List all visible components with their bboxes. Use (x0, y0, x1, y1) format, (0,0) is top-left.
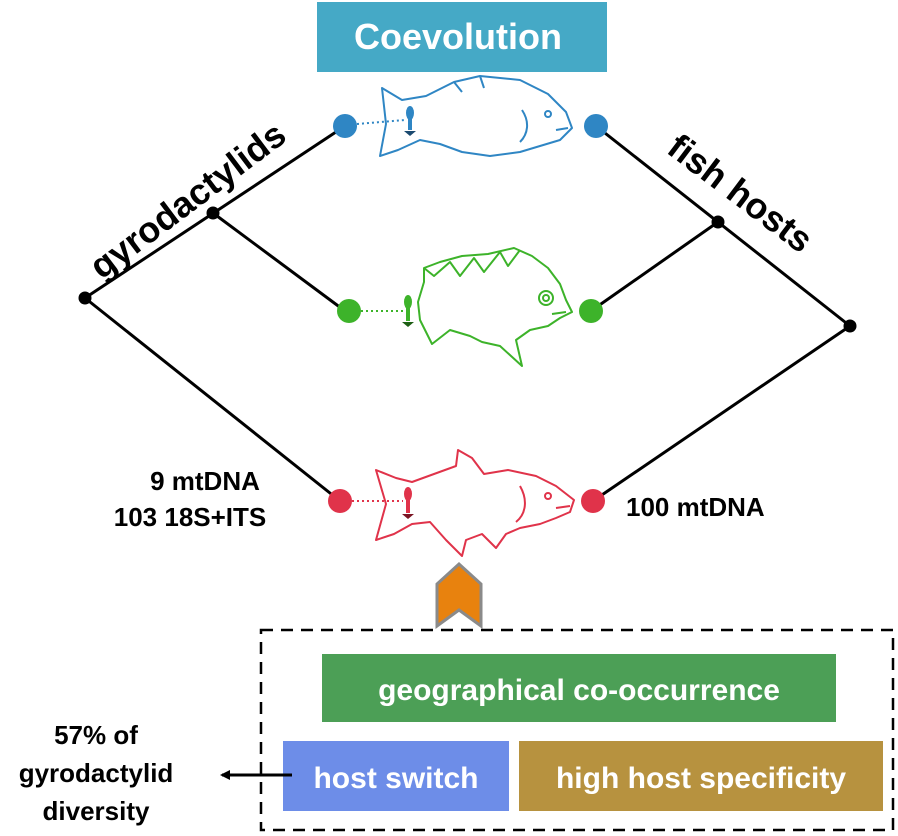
parasite-count-mtdna: 9 mtDNA (150, 466, 260, 496)
parasite-tip-blue (333, 114, 357, 138)
title-background (317, 2, 607, 72)
parasite-tree (78, 124, 346, 503)
geographical-co-occurrence-label: geographical co-occurrence (378, 674, 780, 707)
parasite-root-node (78, 291, 92, 305)
host-tip-green (579, 299, 603, 323)
host-tree (590, 124, 857, 503)
up-arrow-icon (435, 561, 483, 629)
parasite-tip-green (337, 299, 361, 323)
host-branch-green (590, 220, 719, 313)
parasite-tip-red (328, 489, 352, 513)
host-switch-label: host switch (313, 762, 478, 795)
high-host-specificity-box: high host specificity (519, 741, 883, 811)
parasite-blue-icon (404, 106, 416, 136)
parasite-tree-label: gyrodactylids (82, 113, 294, 287)
host-tip-red (581, 489, 605, 513)
parasite-count-18s-its: 103 18S+ITS (114, 502, 267, 532)
parasite-inner-node (206, 206, 220, 220)
high-host-specificity-label: high host specificity (556, 762, 846, 795)
host-tip-blue (584, 114, 608, 138)
title: Coevolution (354, 16, 562, 57)
fish-green-icon (417, 247, 573, 367)
parasite-branch-green (212, 211, 346, 313)
parasite-green-icon (402, 295, 414, 327)
blue-association-link (356, 119, 406, 125)
host-root-node (843, 319, 857, 333)
outcome-line-2: gyrodactylid (19, 758, 174, 788)
host-count-mtdna: 100 mtDNA (626, 492, 765, 522)
geographical-co-occurrence-box: geographical co-occurrence (322, 654, 836, 722)
host-branch-red (592, 324, 851, 503)
parasite-red-icon (402, 487, 414, 519)
title-box: Coevolution (317, 2, 607, 72)
host-inner-node (711, 215, 725, 229)
host-switch-box: host switch (283, 741, 509, 811)
mechanisms-dashed-box (259, 628, 895, 832)
parasite-branch-red (84, 296, 341, 503)
fish-blue-icon (379, 75, 573, 157)
fish-red-icon (375, 449, 575, 557)
outcome-line-1: 57% of (54, 720, 138, 750)
outcome-line-3: diversity (43, 796, 150, 826)
